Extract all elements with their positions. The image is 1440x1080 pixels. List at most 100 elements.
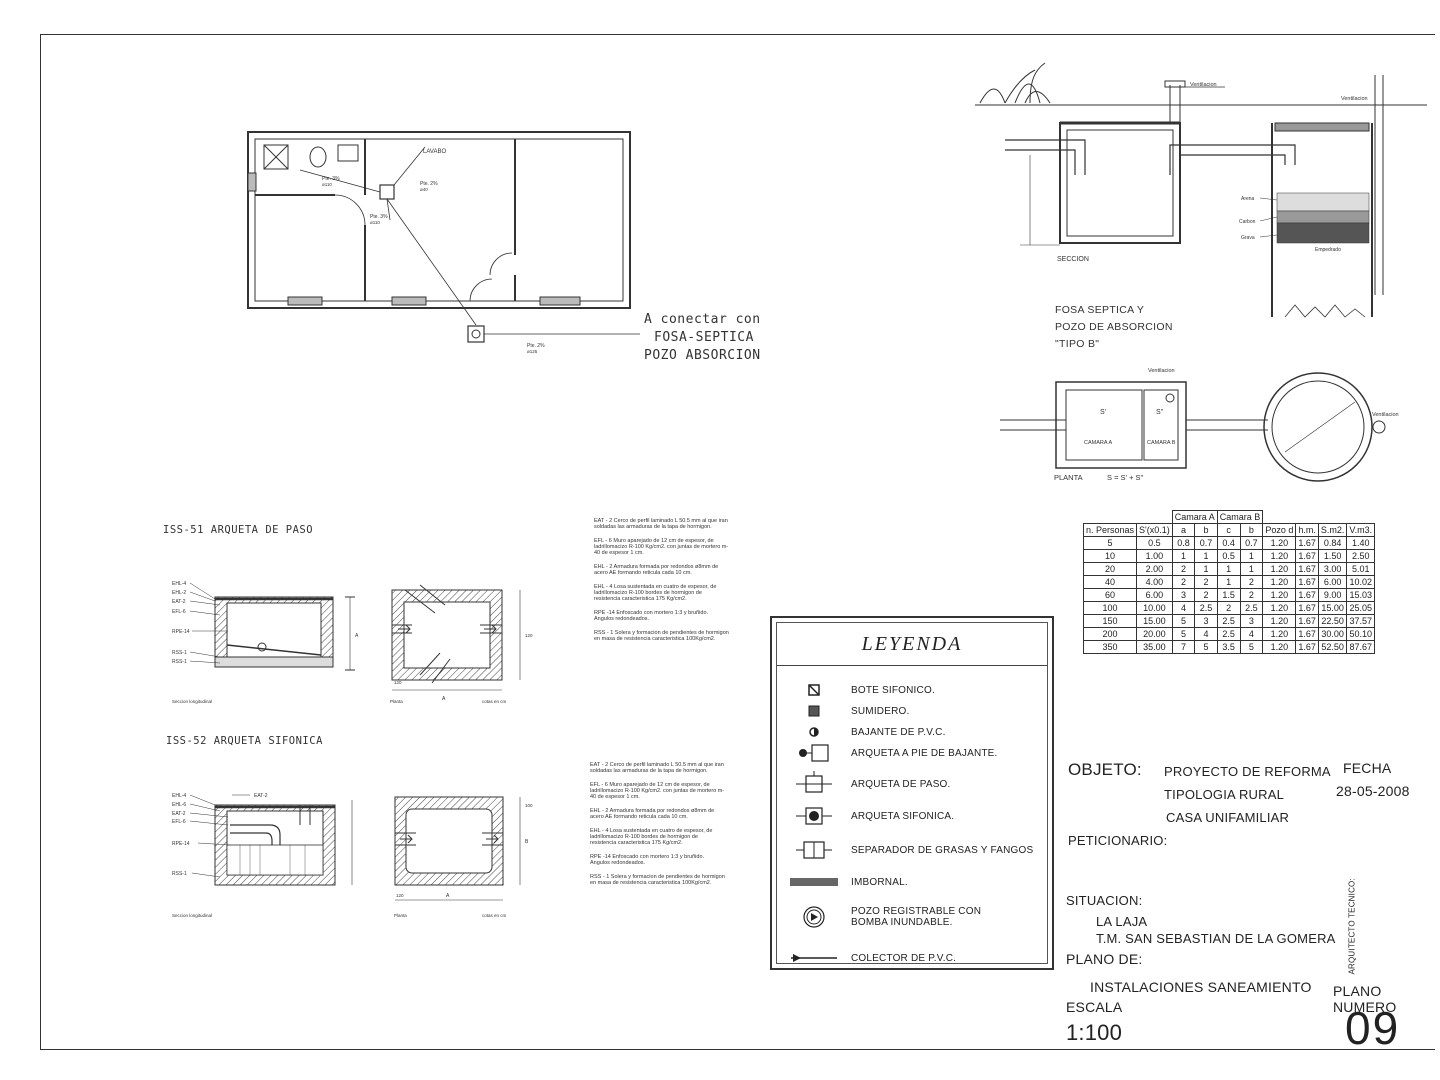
fecha-value: 28-05-2008 (1336, 783, 1410, 799)
situacion-label: SITUACION: (1066, 893, 1143, 908)
fecha-label: FECHA (1343, 760, 1392, 776)
table-cell: 150 (1082, 614, 1138, 628)
legend-item: BAJANTE DE P.V.C. (785, 719, 946, 745)
table-cell: 3 (1194, 614, 1218, 628)
notes-52: EAT - 2 Cerco de perfil laminado L 50.5 … (590, 762, 725, 894)
legend-item: IMBORNAL. (785, 869, 908, 895)
table-cell: 1 (1239, 562, 1264, 576)
situacion-line-2: T.M. SAN SEBASTIAN DE LA GOMERA (1096, 931, 1336, 946)
label-diam-3: ø110 (370, 220, 380, 225)
situacion-line-1: LA LAJA (1096, 914, 1148, 929)
table-header-cell: S.m2. (1317, 523, 1348, 537)
layer-52-5: RSS-1 (172, 871, 187, 877)
legend-title: LEYENDA (861, 633, 963, 655)
legend-item-label: ARQUETA A PIE DE BAJANTE. (851, 747, 998, 759)
arqueta-paso-icon (785, 771, 843, 797)
table-cell: 37.57 (1346, 614, 1376, 628)
table-cell: 1 (1171, 549, 1196, 563)
drawing-sheet-border (40, 34, 1435, 1050)
table-cell: 1.40 (1346, 536, 1376, 550)
layer-52-0: EHL-4 (172, 793, 186, 799)
table-cell: 1 (1216, 575, 1241, 589)
bajante-icon (785, 719, 843, 745)
table-cell: 0.84 (1317, 536, 1348, 550)
objeto-lines: PROYECTO DE REFORMA TIPOLOGIA RURAL CASA… (1164, 760, 1331, 829)
escala-value: 1:100 (1066, 1020, 1123, 1045)
table-cell: 0.5 (1136, 536, 1173, 550)
table-cell: 1.20 (1262, 575, 1297, 589)
label-diam-2: ø40 (420, 187, 428, 192)
table-cell: 10 (1082, 549, 1138, 563)
label-lavabo: LAVABO (423, 149, 446, 155)
table-cell: 1.67 (1295, 601, 1319, 615)
table-cell: 15.00 (1136, 614, 1173, 628)
layer-51-6: RSS-1 (172, 659, 187, 665)
dim-51-a: A (355, 633, 359, 639)
table-header-cell: b (1239, 523, 1264, 537)
connect-note-line-1: A conectar con (644, 312, 761, 327)
table-cell: 5 (1239, 640, 1264, 654)
table-cell: 1.67 (1295, 640, 1319, 654)
group-header-camara-b: Camara B (1216, 510, 1264, 524)
objeto-line-3: CASA UNIFAMILIAR (1166, 810, 1290, 825)
group-header-camara-a: Camara A (1171, 510, 1218, 524)
table-cell: 2 (1194, 588, 1218, 602)
table-header-cell: n. Personas (1082, 523, 1138, 537)
layer-52-top: EAT-2 (254, 793, 268, 799)
table-cell: 0.5 (1216, 549, 1241, 563)
table-cell: 3 (1171, 588, 1196, 602)
legend-item-label: ARQUETA SIFONICA. (851, 810, 955, 822)
iss51-drawing: EHL-4 EHL-2 EAT-2 EFL-6 RPE-14 RSS-1 RSS… (172, 581, 533, 704)
table-cell: 4.00 (1136, 575, 1173, 589)
table-cell: 0.7 (1194, 536, 1218, 550)
table-cell: 1.50 (1317, 549, 1348, 563)
plan-ventilation-2: Ventilacion (1372, 412, 1399, 418)
table-cell: 1 (1194, 549, 1218, 563)
septic-title-line-2: POZO DE ABSORCION (1055, 321, 1173, 333)
objeto-line-1: PROYECTO DE REFORMA (1164, 764, 1331, 779)
table-cell: 2.5 (1216, 627, 1241, 641)
layer-51-2: EAT-2 (172, 599, 186, 605)
table-header-cell: Pozo d (1262, 523, 1297, 537)
table-cell: 20.00 (1136, 627, 1173, 641)
table-group-header-row: Camara A Camara B (1084, 510, 1375, 524)
connect-note: A conectar con FOSA-SEPTICA POZO ABSORCI… (644, 311, 761, 365)
spec-note: EAT - 2 Cerco de perfil laminado L 50.5 … (590, 762, 724, 774)
table-cell: 3.00 (1317, 562, 1348, 576)
table-header-cell: S'(x0.1) (1136, 523, 1173, 537)
legend-item-label: ARQUETA DE PASO. (851, 778, 951, 790)
spec-note: EFL - 6 Muro aparejado de 12 cm de espes… (590, 782, 725, 800)
septic-title-line-3: "TIPO B" (1055, 338, 1100, 350)
plano-numero-label: PLANO NUMERO (1333, 983, 1397, 1015)
spec-note: EHL - 2 Armadura formada por redondos ø8… (594, 564, 719, 576)
table-cell: 0.4 (1216, 536, 1241, 550)
plano-de-label: PLANO DE: (1066, 951, 1143, 967)
table-cell: 1.67 (1295, 588, 1319, 602)
table-cell: 1 (1216, 562, 1241, 576)
table-cell: 2 (1171, 562, 1196, 576)
legend-item-label: BAJANTE DE P.V.C. (851, 726, 946, 738)
label-pte-4: Pte. 2% (527, 343, 545, 349)
table-header-cell: V.m3. (1346, 523, 1376, 537)
caption-51-section: Seccion longitudinal (172, 699, 212, 704)
legend-item-label: SUMIDERO. (851, 705, 910, 717)
table-cell: 2 (1194, 575, 1218, 589)
table-header-cell: c (1216, 523, 1241, 537)
table-cell: 15.00 (1317, 601, 1348, 615)
caption-52-plan: Planta (394, 913, 407, 918)
table-cell: 1.00 (1136, 549, 1173, 563)
septic-plan-drawing: Ventilacion Ventilacion S' S'' CAMARA A … (1000, 368, 1399, 482)
table-cell: 40 (1082, 575, 1138, 589)
table-cell: 0.7 (1239, 536, 1264, 550)
arqueta-pie-icon (785, 740, 843, 766)
table-cell: 2 (1239, 588, 1264, 602)
arquitecto-label: ARQUITECTO TECNICO: (1347, 878, 1357, 975)
layer-51-3: EFL-6 (172, 609, 186, 615)
legend-item: POZO REGISTRABLE CON BOMBA INUNDABLE. (785, 904, 1001, 930)
plan-ventilation-1: Ventilacion (1148, 368, 1175, 374)
layer-51-1: EHL-2 (172, 590, 186, 596)
